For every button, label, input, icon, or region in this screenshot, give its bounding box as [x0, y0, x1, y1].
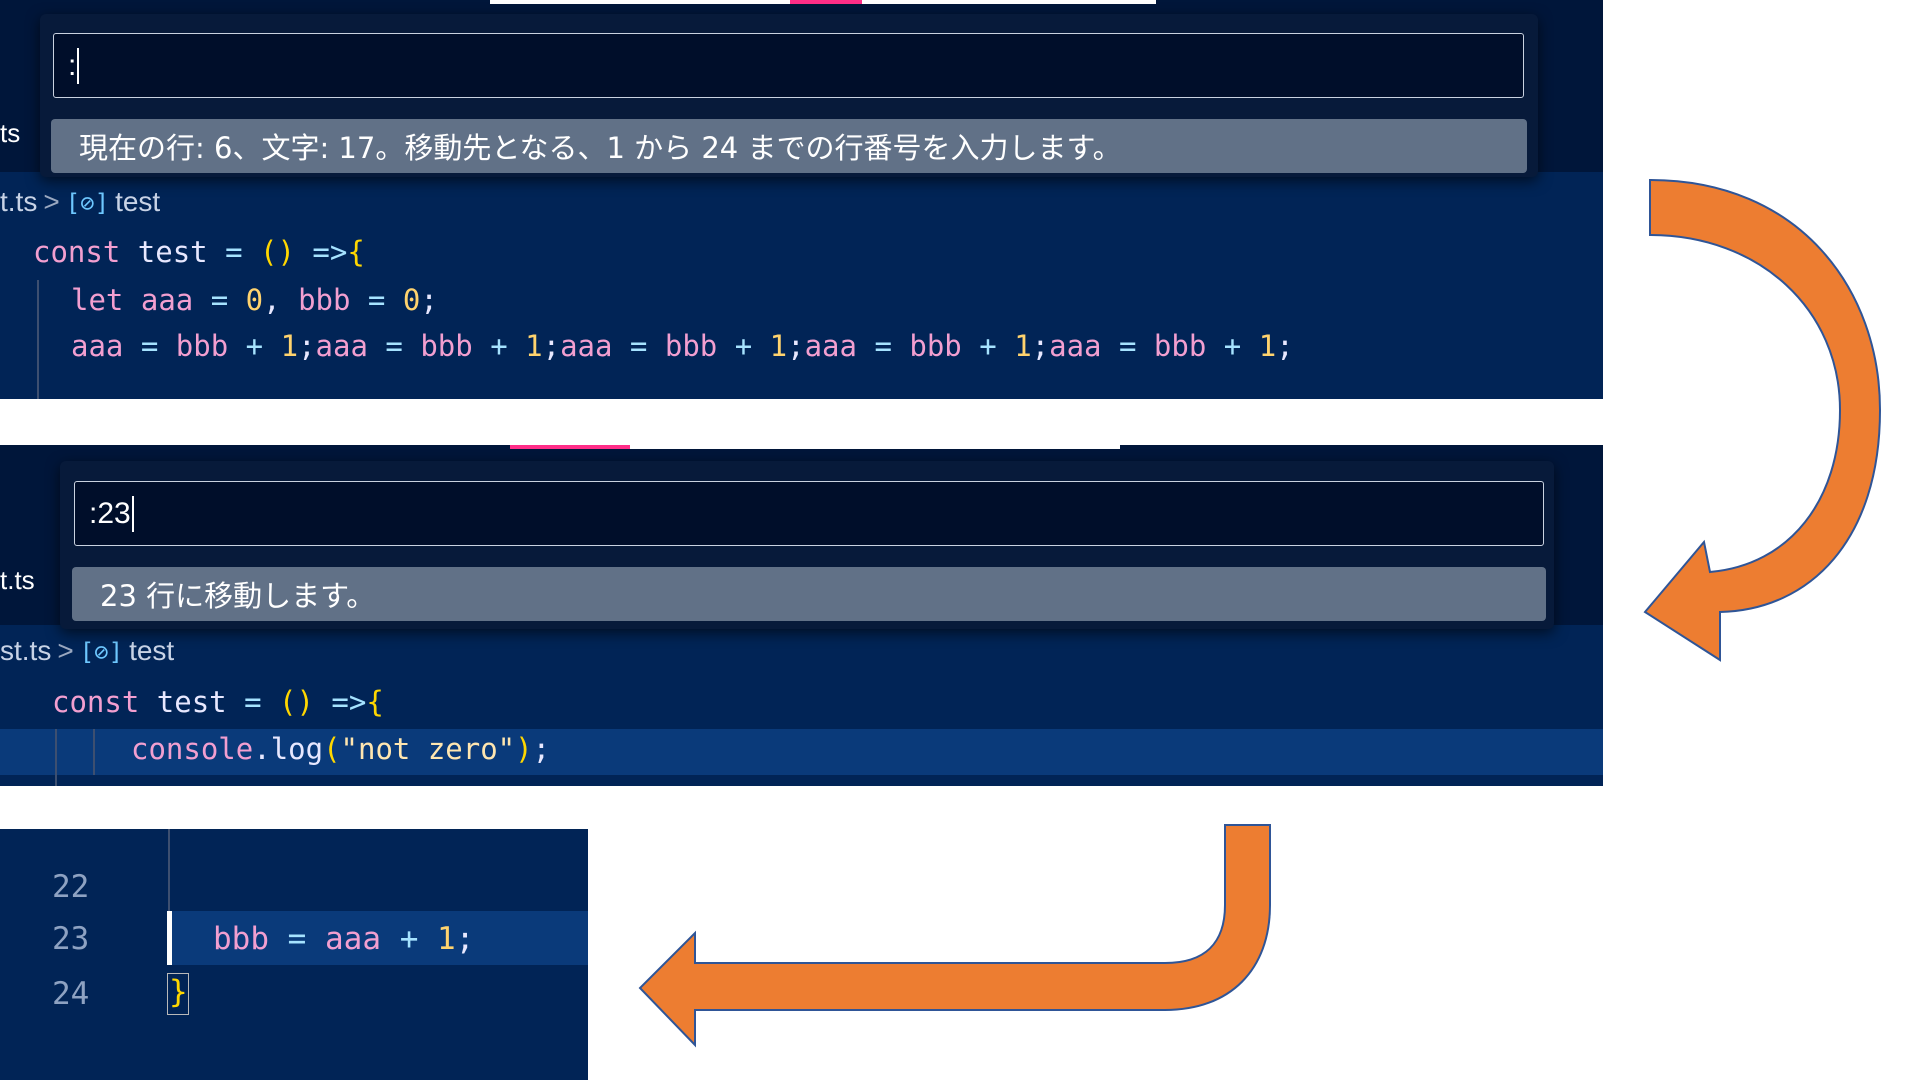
code-line-const[interactable]: const test = () =>{: [33, 235, 365, 269]
code-line-assignments[interactable]: aaa = bbb + 1;aaa = bbb + 1;aaa = bbb + …: [71, 329, 1294, 363]
current-line-highlight: [0, 729, 1603, 775]
goto-line-input[interactable]: :23: [74, 481, 1544, 546]
tab-strip: [510, 445, 1120, 449]
breadcrumb: st.ts>[⊘]test: [0, 635, 174, 667]
breadcrumb: t.ts>[⊘]test: [0, 186, 160, 218]
goto-line-hint: 現在の行: 6、文字: 17。移動先となる、1 から 24 までの行番号を入力し…: [51, 119, 1527, 173]
text-caret: [77, 47, 80, 84]
code-line-let[interactable]: let aaa = 0, bbb = 0;: [71, 283, 438, 317]
assignment-segment: aaa = bbb + 1;: [560, 329, 805, 363]
editor-panel-bottom: 22 23 24 bbb = aaa + 1; }: [0, 829, 588, 1080]
line-number: 24: [52, 976, 90, 1012]
current-line-highlight: [168, 911, 588, 965]
symbol-variable-icon: [⊘]: [65, 189, 110, 217]
symbol-variable-icon: [⊘]: [79, 638, 124, 666]
assignment-segment: aaa = bbb + 1;: [315, 329, 561, 363]
breadcrumb-symbol[interactable]: test: [129, 635, 175, 666]
assignment-segment: aaa = bbb + 1;: [804, 329, 1050, 363]
indent-guide: [55, 729, 57, 786]
breadcrumb-symbol[interactable]: test: [115, 186, 161, 217]
goto-line-input-value: :23: [89, 496, 131, 530]
editor-panel-middle: t.ts st.ts>[⊘]test const test = () =>{ c…: [0, 445, 1603, 786]
active-tab-indicator: [790, 0, 862, 4]
indent-guide: [168, 829, 170, 911]
breadcrumb-file[interactable]: t.ts: [0, 186, 38, 217]
active-tab-indicator: [510, 445, 630, 449]
editor-tab-label[interactable]: t.ts: [0, 565, 35, 595]
code-line-23[interactable]: bbb = aaa + 1;: [213, 921, 475, 957]
bent-left-arrow: [638, 824, 1271, 1048]
text-caret: [131, 495, 134, 532]
editor-tab-label[interactable]: ts: [0, 118, 21, 148]
indent-guide: [93, 729, 95, 775]
quick-input-widget: : 現在の行: 6、文字: 17。移動先となる、1 から 24 までの行番号を入…: [40, 14, 1538, 177]
assignment-segment: aaa = bbb + 1;: [1049, 329, 1294, 363]
line-number: 23: [52, 921, 90, 957]
code-line-24[interactable]: }: [169, 974, 188, 1010]
line-number: 22: [52, 869, 90, 905]
bracket-match-highlight: [167, 973, 189, 1015]
goto-line-input[interactable]: :: [53, 33, 1524, 98]
chevron-right-icon: >: [43, 186, 60, 217]
indent-guide: [37, 280, 39, 399]
chevron-right-icon: >: [57, 635, 74, 666]
text-caret: [167, 911, 172, 965]
assignment-segment: aaa = bbb + 1;: [71, 329, 316, 363]
code-line-console-log[interactable]: console.log("not zero");: [131, 732, 551, 766]
code-line-const[interactable]: const test = () =>{: [52, 685, 384, 719]
goto-line-hint: 23 行に移動します。: [72, 567, 1546, 621]
quick-input-widget: :23 23 行に移動します。: [60, 461, 1554, 629]
goto-line-input-value: :: [68, 48, 77, 82]
breadcrumb-file[interactable]: st.ts: [0, 635, 52, 666]
curved-down-arrow: [1643, 178, 1882, 662]
editor-panel-top: ts t.ts>[⊘]test const test = () =>{ let …: [0, 0, 1603, 399]
